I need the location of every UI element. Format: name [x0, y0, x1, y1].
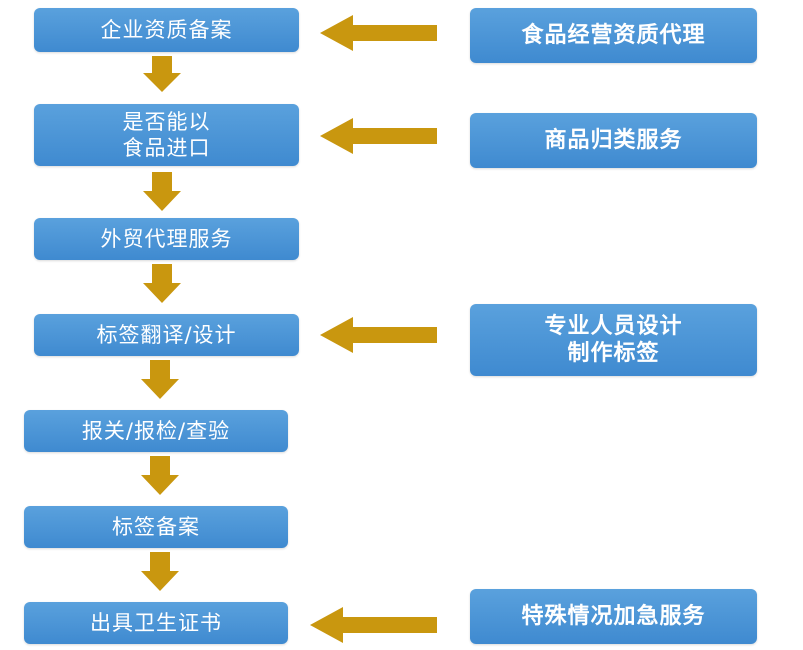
step-label-filing: 标签备案	[24, 506, 288, 548]
down-arrow-4	[141, 360, 179, 399]
left-arrow-4	[310, 607, 437, 643]
down-arrow-6	[141, 552, 179, 591]
step-health-certificate: 出具卫生证书	[24, 602, 288, 644]
down-arrow-1	[143, 56, 181, 92]
step-customs-inspection: 报关/报检/查验	[24, 410, 288, 452]
step-import-eligibility-check: 是否能以 食品进口	[34, 104, 299, 166]
left-arrow-3	[320, 317, 437, 353]
down-arrow-2	[143, 172, 181, 211]
down-arrow-3	[143, 264, 181, 303]
left-arrow-2	[320, 118, 437, 154]
step-label-translation-design: 标签翻译/设计	[34, 314, 299, 356]
service-food-license-agency: 食品经营资质代理	[470, 8, 757, 63]
service-commodity-classification: 商品归类服务	[470, 113, 757, 168]
down-arrow-5	[141, 456, 179, 495]
left-arrow-1	[320, 15, 437, 51]
service-professional-label-design: 专业人员设计 制作标签	[470, 304, 757, 376]
step-enterprise-qualification-filing: 企业资质备案	[34, 8, 299, 52]
step-foreign-trade-agency: 外贸代理服务	[34, 218, 299, 260]
service-emergency-expedite: 特殊情况加急服务	[470, 589, 757, 644]
